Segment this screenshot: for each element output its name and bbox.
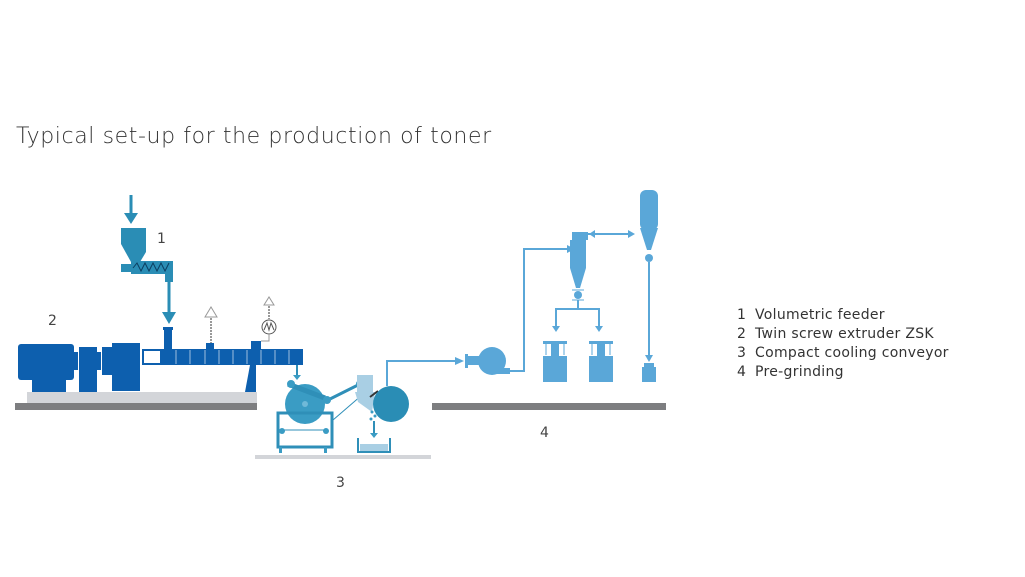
compact-cooling-conveyor <box>276 365 409 453</box>
floor-right <box>432 403 666 410</box>
legend-text: Twin screw extruder ZSK <box>755 326 934 342</box>
legend-text: Volumetric feeder <box>755 307 885 323</box>
label-grinding-number: 4 <box>540 425 549 441</box>
floor-cooler <box>255 455 431 459</box>
legend-number: 4 <box>737 364 747 380</box>
label-extruder-number: 2 <box>48 313 57 329</box>
pre-grinding <box>386 190 658 386</box>
floor-left <box>15 403 257 410</box>
label-feeder-number: 1 <box>157 231 166 247</box>
vacuum-pump-icon <box>261 296 277 342</box>
vent-icon <box>204 306 218 343</box>
extruder-base <box>27 392 257 404</box>
twin-screw-extruder <box>18 327 303 392</box>
legend-number: 1 <box>737 307 747 323</box>
legend: 1 Volumetric feeder 2 Twin screw extruder … <box>737 306 949 382</box>
label-cooler-number: 3 <box>336 475 345 491</box>
legend-number: 3 <box>737 345 747 361</box>
legend-item: 3 Compact cooling conveyor <box>737 344 949 363</box>
legend-item: 2 Twin screw extruder ZSK <box>737 325 949 344</box>
volumetric-feeder <box>121 195 176 324</box>
legend-number: 2 <box>737 326 747 342</box>
legend-text: Compact cooling conveyor <box>755 345 949 361</box>
diagram-title: Typical set-up for the production of ton… <box>16 124 492 149</box>
legend-text: Pre-grinding <box>755 364 844 380</box>
legend-item: 1 Volumetric feeder <box>737 306 949 325</box>
legend-item: 4 Pre-grinding <box>737 363 949 382</box>
